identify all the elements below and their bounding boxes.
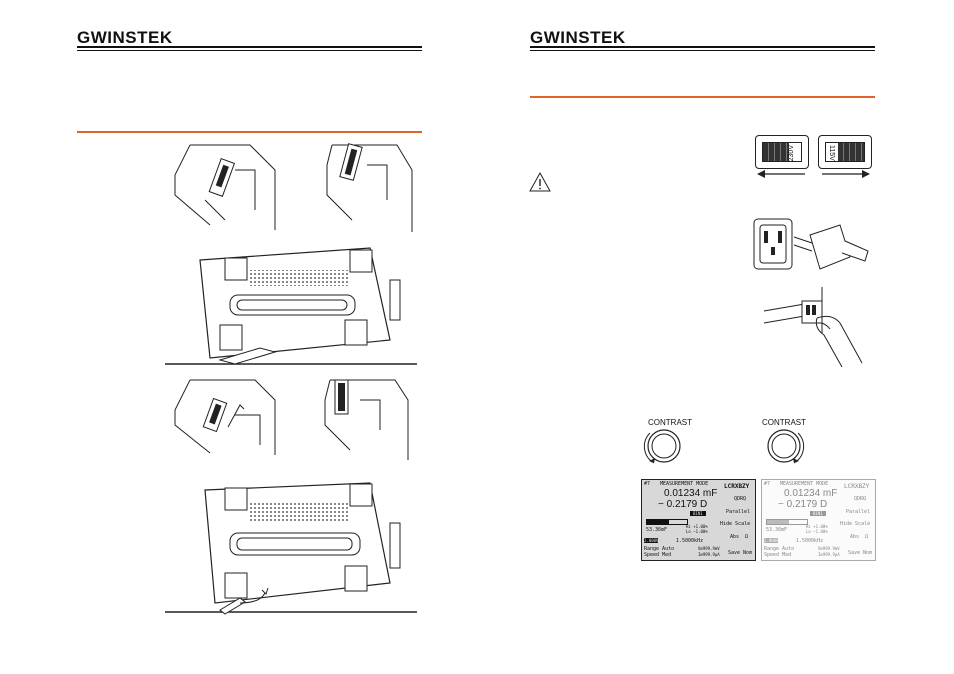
lcd-secondary: − 0.2179 D bbox=[658, 499, 708, 510]
contrast-knob-right-icon bbox=[767, 429, 805, 464]
lcd-bar-graph bbox=[766, 519, 808, 525]
lcd-params: LCRXBZY bbox=[844, 483, 870, 490]
contrast-knob-left-icon bbox=[643, 429, 681, 464]
arrow-left-icon bbox=[757, 170, 805, 178]
header-rule-right bbox=[530, 46, 875, 48]
brand-logo-right: GWINSTEK bbox=[530, 28, 626, 47]
lcd-speed: Speed Med bbox=[644, 552, 672, 558]
warning-icon bbox=[529, 172, 551, 192]
lcd-parallel: Parallel bbox=[726, 509, 751, 515]
lcd-secondary: − 0.2179 D bbox=[778, 499, 828, 510]
lcd-current-reading: Im999.9μA bbox=[818, 552, 840, 557]
stand-clip-illustration-3 bbox=[174, 379, 276, 455]
lcd-channel: #7 bbox=[764, 481, 771, 487]
lcd-mode: MEASUREMENT MODE bbox=[780, 481, 829, 487]
lcd-current-reading: Im999.9μA bbox=[698, 552, 720, 557]
power-socket-illustration bbox=[753, 218, 869, 270]
lcd-abs: Abs bbox=[730, 534, 740, 540]
lcd-qdrq: QDRQ bbox=[854, 496, 867, 502]
lcd-save: Save Nom bbox=[728, 550, 753, 556]
voltage-selector-230v: 230V bbox=[755, 135, 809, 169]
voltage-selector-115v: 115V bbox=[818, 135, 872, 169]
lcd-frequency: 1.5000kHz bbox=[676, 538, 704, 544]
lcd-bin-tag: BIN1 bbox=[690, 511, 706, 516]
lcd-bar-graph bbox=[646, 519, 688, 525]
lcd-bias: 2.000V bbox=[764, 538, 779, 543]
lcd-mode: MEASUREMENT MODE bbox=[660, 481, 709, 487]
stand-clip-illustration-2 bbox=[326, 143, 413, 232]
voltage-label-115v: 115V bbox=[828, 145, 835, 161]
lcd-abs: Abs bbox=[850, 534, 860, 540]
section-rule-right bbox=[530, 96, 875, 98]
section-rule-left bbox=[77, 131, 422, 133]
stand-clip-illustration-1 bbox=[174, 144, 276, 230]
lcd-hi-limit: Hi +1.00% bbox=[686, 524, 708, 529]
lcd-nominal: 53.36mF bbox=[646, 527, 668, 533]
lcd-abs-unit: Ω bbox=[745, 534, 749, 540]
lcd-qdrq: QDRQ bbox=[734, 496, 747, 502]
lcd-channel: #7 bbox=[644, 481, 651, 487]
lcd-voltage-reading: Vm999.9mV bbox=[698, 546, 720, 551]
arrow-right-icon bbox=[822, 170, 870, 178]
lcd-hide-scale: Hide Scale bbox=[840, 521, 871, 527]
lcd-hide-scale: Hide Scale bbox=[720, 521, 751, 527]
lcd-nominal: 53.36mF bbox=[766, 527, 788, 533]
header-rule-left-thin bbox=[77, 50, 422, 51]
voltage-label-230v: 230V bbox=[788, 145, 795, 162]
lcd-screen-low-contrast: #7 MEASUREMENT MODE LCRXBZY 0.01234 mF Q… bbox=[761, 479, 876, 561]
lcd-abs-unit: Ω bbox=[865, 534, 869, 540]
header-rule-right-thin bbox=[530, 50, 875, 51]
lcd-range: Range Auto bbox=[764, 546, 795, 552]
lcd-params: LCRXBZY bbox=[724, 483, 750, 490]
stand-clip-illustration-4 bbox=[324, 379, 409, 460]
lcd-hi-limit: Hi +1.00% bbox=[806, 524, 828, 529]
lcd-lo-limit: Lo −1.00% bbox=[686, 529, 708, 534]
instrument-side-view-1 bbox=[165, 247, 417, 365]
lcd-primary: 0.01234 mF bbox=[664, 488, 718, 499]
lcd-screen-high-contrast: #7 MEASUREMENT MODE LCRXBZY 0.01234 mF Q… bbox=[641, 479, 756, 561]
lcd-lo-limit: Lo −1.00% bbox=[806, 529, 828, 534]
instrument-side-view-2 bbox=[165, 482, 417, 615]
contrast-label-left: CONTRAST bbox=[648, 418, 692, 427]
lcd-primary: 0.01234 mF bbox=[784, 488, 838, 499]
lcd-speed: Speed Med bbox=[764, 552, 792, 558]
lcd-save: Save Nom bbox=[848, 550, 873, 556]
lcd-bin-tag: BIN1 bbox=[810, 511, 826, 516]
lcd-bias: 2.000V bbox=[644, 538, 659, 543]
contrast-label-right: CONTRAST bbox=[762, 418, 806, 427]
lcd-range: Range Auto bbox=[644, 546, 675, 552]
power-switch-illustration bbox=[763, 287, 863, 368]
lcd-parallel: Parallel bbox=[846, 509, 871, 515]
lcd-voltage-reading: Vm999.9mV bbox=[818, 546, 840, 551]
lcd-frequency: 1.5000kHz bbox=[796, 538, 824, 544]
header-rule-left bbox=[77, 46, 422, 48]
brand-logo-left: GWINSTEK bbox=[77, 28, 173, 47]
